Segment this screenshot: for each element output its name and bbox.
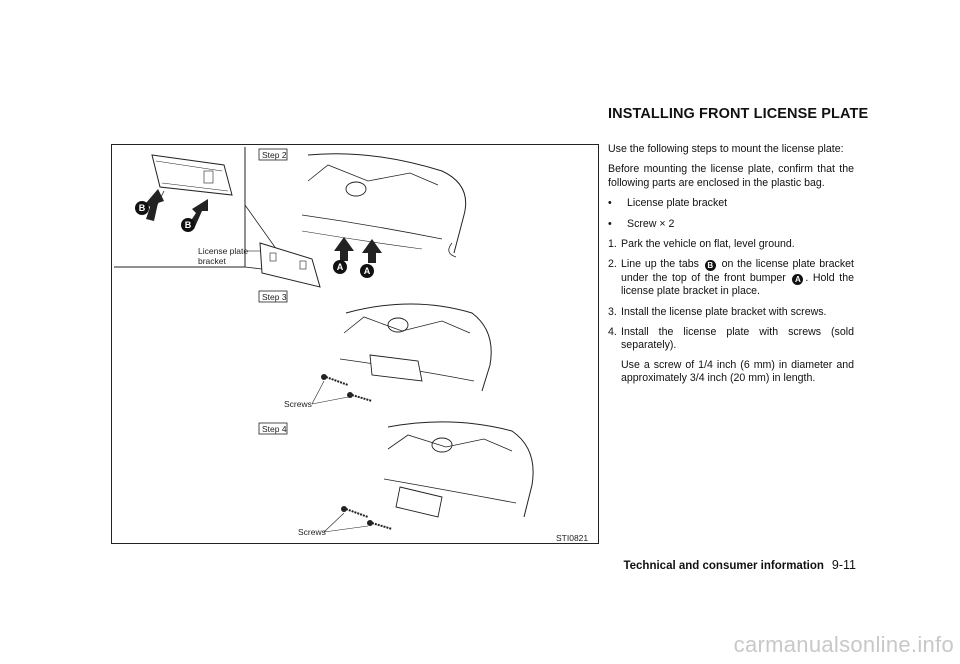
instructions-column: Use the following steps to mount the lic… bbox=[608, 143, 854, 393]
step-text: . Hold the license plate bracket in plac… bbox=[621, 271, 854, 298]
screws-label-step4: Screws bbox=[298, 527, 326, 537]
step-4-label: Step 4 bbox=[262, 424, 287, 434]
step-item: 1. Park the vehicle on flat, level groun… bbox=[608, 238, 854, 251]
callout-a-ref: A bbox=[792, 273, 804, 285]
step-text: Install the license plate bracket with s… bbox=[621, 305, 827, 318]
step-text: Line up the tabs bbox=[621, 258, 699, 271]
step-item: 4. Install the license plate with screws… bbox=[608, 326, 854, 386]
screws-label-step3: Screws bbox=[284, 399, 312, 409]
step-2-illustration: Step 2 A A License plate bracket bbox=[198, 148, 467, 288]
step-2-label: Step 2 bbox=[262, 150, 287, 160]
page-number: 9-11 bbox=[831, 558, 856, 572]
parts-list-item: • License plate bracket bbox=[608, 197, 854, 210]
parts-list-item: • Screw × 2 bbox=[608, 218, 854, 231]
before-paragraph: Before mounting the license plate, confi… bbox=[608, 163, 854, 189]
installation-diagram: B B Step 2 A A License plate bracket bbox=[111, 144, 599, 544]
parts-list-text: Screw × 2 bbox=[627, 217, 675, 230]
step-item: 3. Install the license plate bracket wit… bbox=[608, 306, 854, 319]
watermark: carmanualsonline.info bbox=[733, 632, 954, 657]
step-text: Install the license plate with screws (s… bbox=[621, 326, 854, 352]
step-number: 1. bbox=[608, 238, 617, 251]
bullet-dot: • bbox=[608, 197, 612, 210]
callout-b-ref: B bbox=[704, 260, 716, 272]
step-text: on the license plate bracket under the t… bbox=[621, 258, 854, 284]
step-text: Park the vehicle on flat, level ground. bbox=[621, 238, 795, 251]
callout-b-2: B bbox=[185, 220, 192, 230]
page-footer: Technical and consumer information 9-11 bbox=[623, 558, 856, 572]
step-4-illustration: Step 4 Screws bbox=[258, 421, 534, 537]
step-number: 2. bbox=[608, 258, 617, 271]
installation-illustration: B B Step 2 A A License plate bracket bbox=[114, 147, 588, 543]
bracket-label-line2: bracket bbox=[198, 256, 227, 266]
intro-paragraph: Use the following steps to mount the lic… bbox=[608, 143, 844, 155]
figure-id: STI0821 bbox=[556, 533, 588, 543]
callout-a-1: A bbox=[337, 262, 344, 272]
screw-size-note: Use a screw of 1/4 inch (6 mm) in diamet… bbox=[621, 358, 854, 385]
step-number: 3. bbox=[608, 305, 617, 318]
section-title: INSTALLING FRONT LICENSE PLATE bbox=[608, 106, 869, 122]
callout-b-1: B bbox=[139, 203, 146, 213]
inset-bracket-detail: B B bbox=[114, 147, 283, 270]
callout-a-2: A bbox=[364, 266, 371, 276]
step-number: 4. bbox=[608, 326, 617, 339]
bracket-label-line1: License plate bbox=[198, 246, 248, 256]
bullet-dot: • bbox=[608, 217, 612, 230]
footer-section-title: Technical and consumer information bbox=[623, 560, 824, 572]
step-item: 2. Line up the tabs B on the license pla… bbox=[608, 258, 854, 298]
step-3-label: Step 3 bbox=[262, 292, 287, 302]
parts-list-text: License plate bracket bbox=[627, 197, 728, 210]
step-3-illustration: Step 3 Screws bbox=[258, 290, 492, 409]
